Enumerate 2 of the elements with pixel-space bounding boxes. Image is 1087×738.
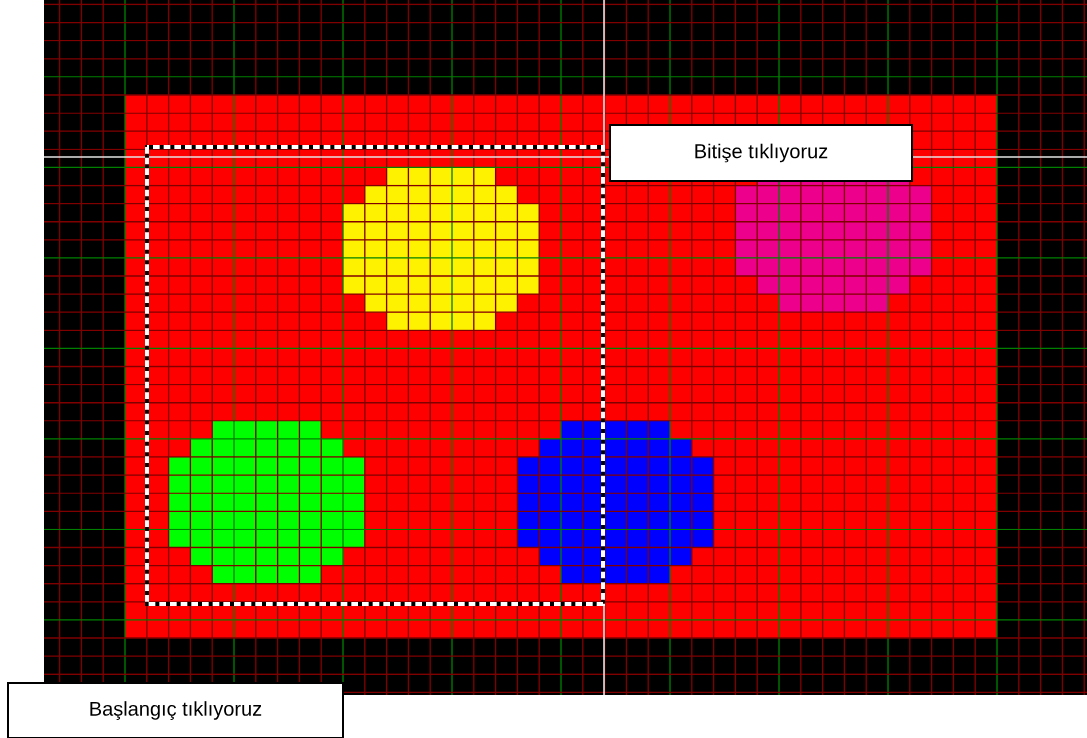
label-box: Başlangıç tıklıyoruz (7, 682, 344, 738)
label-box: Bitişe tıklıyoruz (609, 124, 913, 182)
